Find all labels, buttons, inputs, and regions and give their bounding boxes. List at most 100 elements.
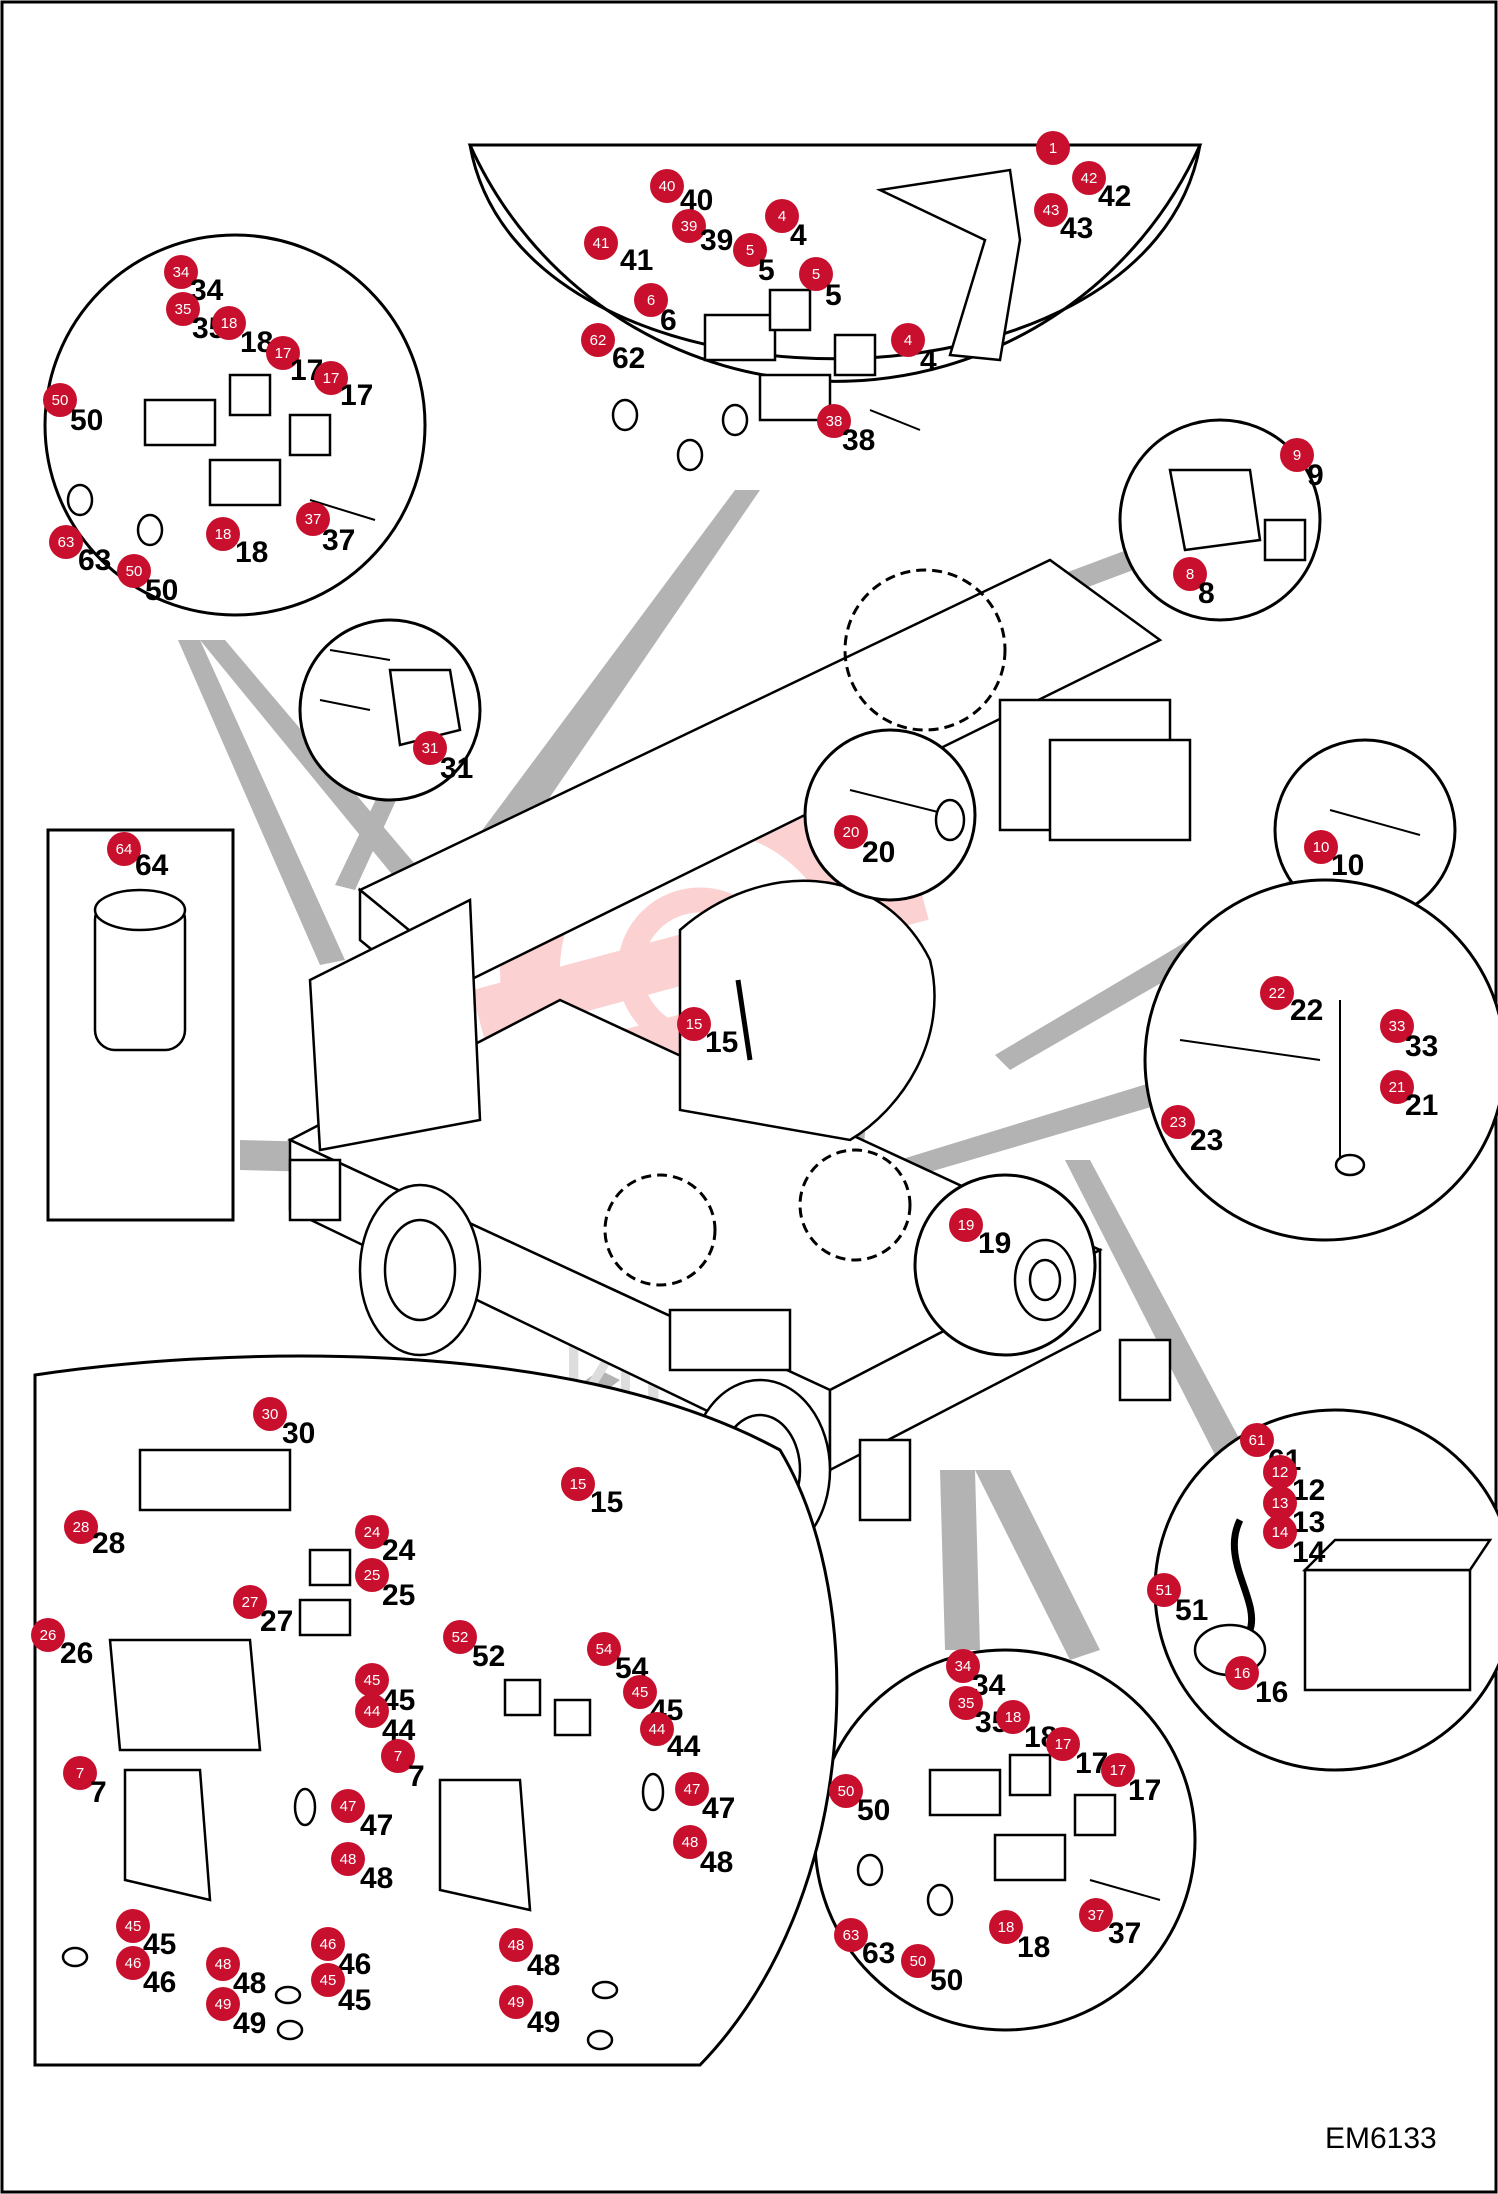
callout-badge: [1280, 438, 1314, 472]
callout-7[interactable]: 77: [63, 1756, 107, 1809]
callout-number: 45: [320, 1972, 337, 1989]
callout-badge: [623, 1675, 657, 1709]
callout-number: 35: [958, 1695, 975, 1712]
part-number-label: 17: [1128, 1774, 1161, 1807]
callout-number: 15: [686, 1016, 703, 1033]
callout-badge: [49, 525, 83, 559]
callout-5[interactable]: 55: [733, 233, 775, 287]
callout-badge: [296, 502, 330, 536]
callout-number: 33: [1389, 1018, 1406, 1035]
callout-5[interactable]: 55: [799, 257, 842, 312]
part-number-label: 33: [1405, 1030, 1438, 1063]
callout-badge: [116, 1909, 150, 1943]
callout-4[interactable]: 44: [891, 323, 937, 377]
callout-badge: [587, 1632, 621, 1666]
callout-badge: [381, 1739, 415, 1773]
part-number-label: 43: [1060, 212, 1093, 245]
part-number-label: 63: [862, 1937, 895, 1970]
callout-badge: [989, 1910, 1023, 1944]
part-number-label: 22: [1290, 994, 1323, 1027]
callout-badge: [64, 1510, 98, 1544]
callout-number: 50: [126, 563, 143, 580]
callout-number: 17: [1110, 1762, 1127, 1779]
callout-8[interactable]: 88: [1173, 557, 1215, 610]
callout-4[interactable]: 44: [765, 199, 807, 252]
callout-7[interactable]: 77: [381, 1739, 425, 1793]
part-number-label: 19: [978, 1227, 1011, 1260]
callout-1[interactable]: 1: [1036, 131, 1070, 165]
callout-number: 47: [684, 1781, 701, 1798]
callout-badge: [206, 1947, 240, 1981]
callout-6[interactable]: 66: [634, 283, 677, 337]
part-number-label: 30: [282, 1417, 315, 1450]
callout-badge: [355, 1694, 389, 1728]
part-number-label: 5: [825, 279, 842, 312]
callout-badge: [1225, 1656, 1259, 1690]
part-number-label: 13: [1292, 1506, 1325, 1539]
callout-number: 8: [1186, 566, 1194, 583]
callout-number: 46: [125, 1955, 142, 1972]
callout-badge: [1079, 1898, 1113, 1932]
callout-9[interactable]: 99: [1280, 438, 1324, 492]
part-number-label: 51: [1175, 1594, 1208, 1627]
